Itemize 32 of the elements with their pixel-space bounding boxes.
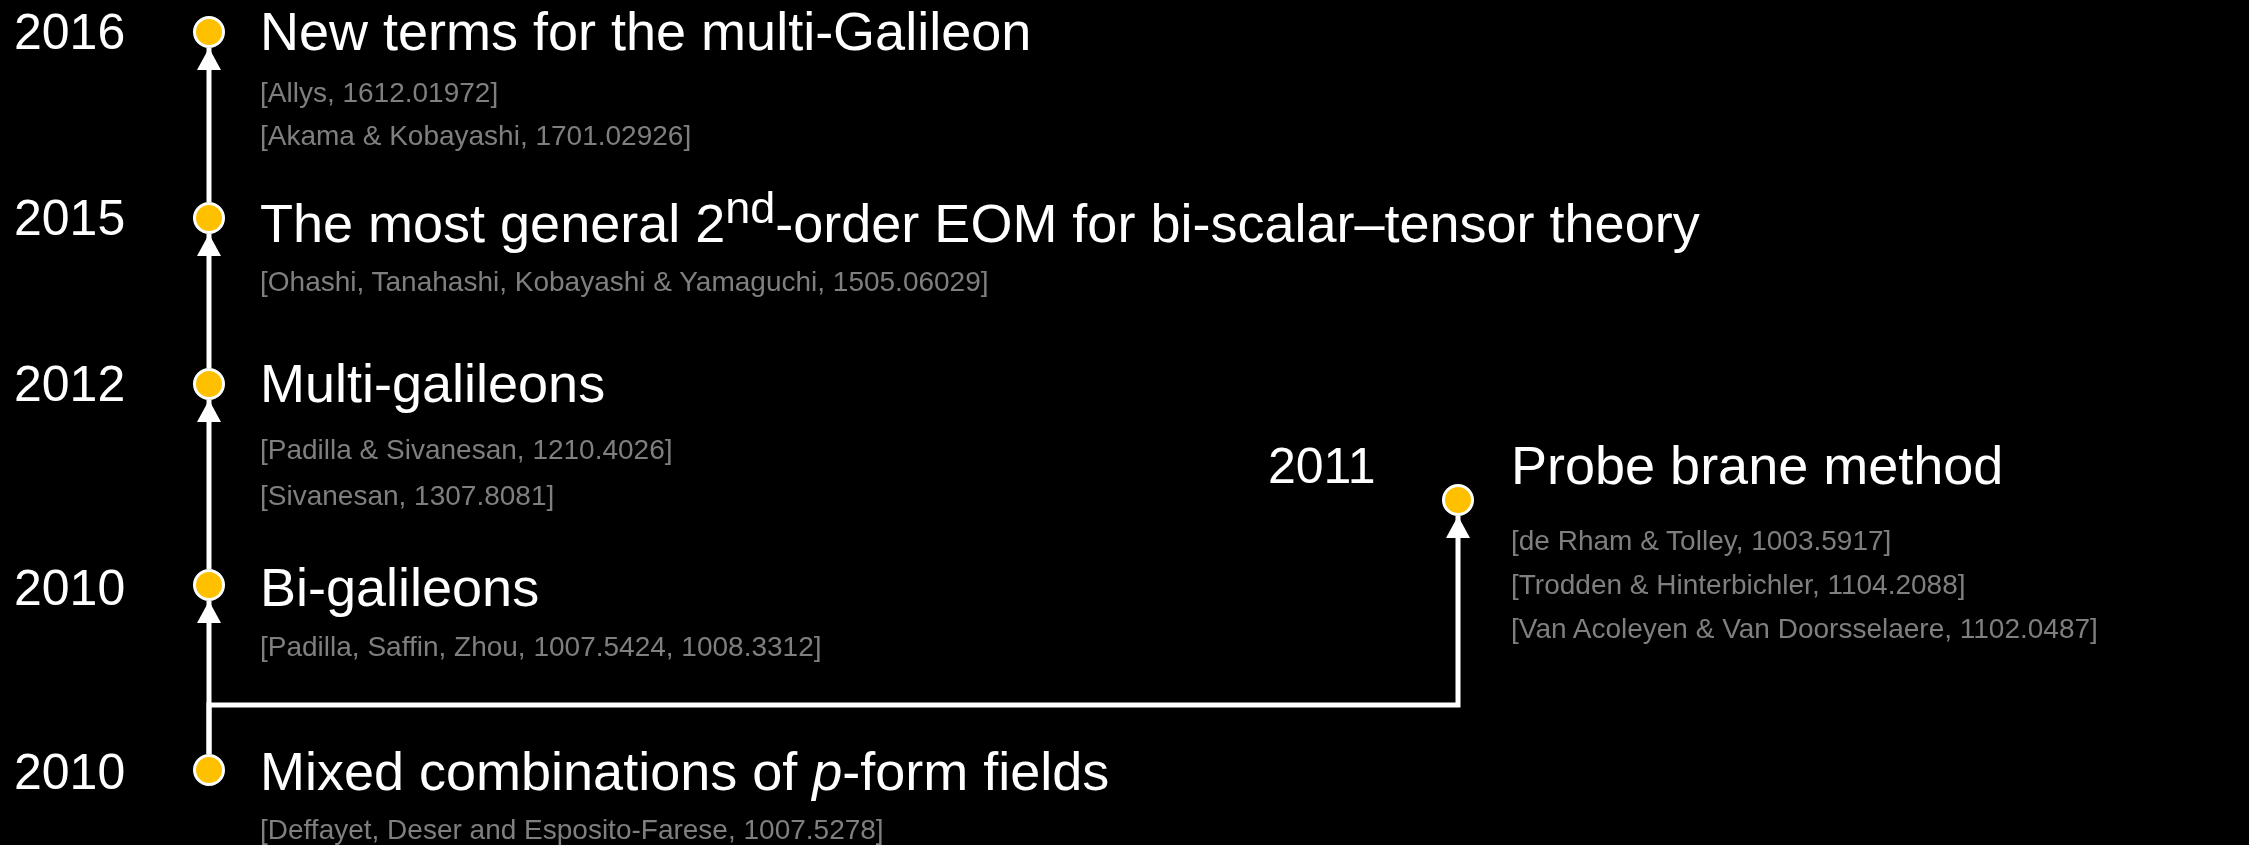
arrow <box>197 234 221 368</box>
event-title: The most general 2$^{nd}$-order EOM for bi-scalar–tensor theory <box>260 182 1700 254</box>
event-title: Mixed combinations of p-form fields <box>260 742 1110 802</box>
arrow <box>206 516 1470 754</box>
timeline-dot <box>193 16 225 48</box>
year-label: 2016 <box>14 4 126 60</box>
reference-text: [Padilla & Sivanesan, 1210.4026] <box>260 434 673 466</box>
timeline-dot <box>193 569 225 601</box>
timeline-dot <box>193 368 225 400</box>
reference-text: [Trodden & Hinterbichler, 1104.2088] <box>1511 569 1966 601</box>
reference-text: [Padilla, Saffin, Zhou, 1007.5424, 1008.3312] <box>260 631 822 663</box>
year-label: 2012 <box>14 356 126 412</box>
year-label: 2010 <box>14 744 126 800</box>
timeline-dot <box>193 202 225 234</box>
event-title: Probe brane method <box>1511 436 2004 496</box>
reference-text: [Sivanesan, 1307.8081] <box>260 480 555 512</box>
arrow <box>197 48 221 202</box>
arrow <box>197 400 221 569</box>
year-label: 2011 <box>1268 438 1376 494</box>
reference-text: [Ohashi, Tanahashi, Kobayashi & Yamaguchi, 1505.06029] <box>260 266 989 298</box>
year-label: 2010 <box>14 560 126 616</box>
event-title: New terms for the multi-Galileon <box>260 2 1032 62</box>
year-label: 2015 <box>14 190 126 246</box>
event-title: Multi-galileons <box>260 354 606 414</box>
reference-text: [Allys, 1612.01972] <box>260 77 499 109</box>
reference-text: [Deffayet, Deser and Esposito-Farese, 1007.5278] <box>260 814 884 845</box>
timeline-dot <box>1442 484 1474 516</box>
reference-text: [Van Acoleyen & Van Doorsselaere, 1102.0487] <box>1511 613 2098 645</box>
reference-text: [Akama & Kobayashi, 1701.02926] <box>260 120 692 152</box>
reference-text: [de Rham & Tolley, 1003.5917] <box>1511 525 1892 557</box>
event-title: Bi-galileons <box>260 558 540 618</box>
timeline-dot <box>193 754 225 786</box>
